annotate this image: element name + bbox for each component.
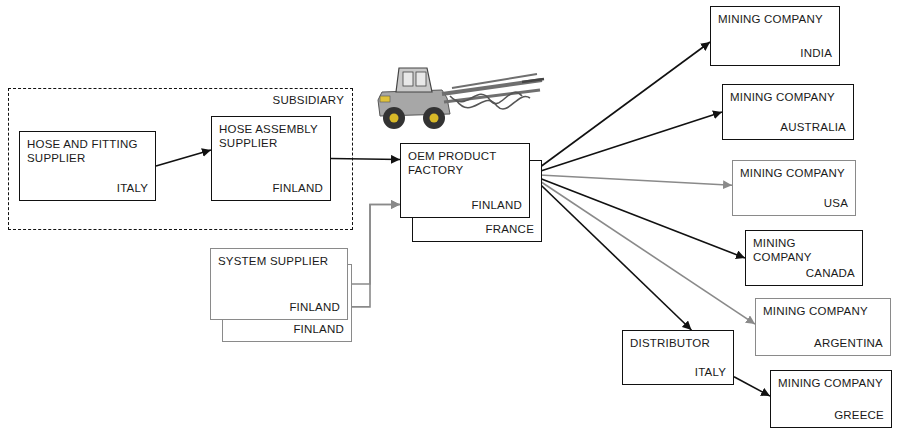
country-label: GREECE bbox=[778, 408, 884, 422]
distributor-box: DISTRIBUTOR ITALY bbox=[622, 330, 734, 385]
customer-box: MINING COMPANY INDIA bbox=[710, 6, 840, 66]
flow-arrow bbox=[348, 205, 400, 285]
flow-arrow bbox=[530, 175, 755, 325]
country-label: CANADA bbox=[753, 266, 855, 280]
factory-box: OEM PRODUCT FACTORY FINLAND bbox=[400, 143, 530, 218]
group-heading: SUBSIDIARY bbox=[273, 93, 344, 107]
supplier-box: HOSE ASSEMBLY SUPPLIER FINLAND bbox=[211, 116, 331, 201]
flow-arrow bbox=[530, 175, 691, 331]
node-title: MINING COMPANY bbox=[718, 12, 832, 26]
flow-arrow bbox=[530, 175, 732, 186]
flow-arrow bbox=[530, 112, 722, 175]
country-label: ARGENTINA bbox=[763, 336, 883, 350]
subsidiary-group: SUBSIDIARY HOSE AND FITTING SUPPLIER ITALY… bbox=[8, 88, 353, 230]
node-title: HOSE ASSEMBLY SUPPLIER bbox=[219, 122, 323, 151]
supplier-box: SYSTEM SUPPLIER FINLAND bbox=[210, 248, 348, 320]
customer-box: MINING COMPANY USA bbox=[732, 160, 856, 216]
node-title: DISTRIBUTOR bbox=[630, 336, 726, 350]
node-title: HOSE AND FITTING SUPPLIER bbox=[27, 137, 148, 166]
flow-arrow bbox=[331, 159, 400, 160]
supplier-box: HOSE AND FITTING SUPPLIER ITALY bbox=[19, 131, 156, 201]
customer-box: MINING COMPANYCANADA bbox=[745, 230, 863, 286]
drill-rig-body bbox=[378, 68, 450, 129]
flow-arrow bbox=[156, 150, 211, 166]
node-title: MINING COMPANY bbox=[763, 304, 883, 318]
node-title: SYSTEM SUPPLIER bbox=[218, 254, 340, 268]
drill-rig-illustration bbox=[372, 52, 547, 137]
country-label: ITALY bbox=[27, 181, 148, 195]
node-title: MINING COMPANY bbox=[778, 376, 884, 390]
country-label: FRANCE bbox=[420, 222, 534, 236]
country-label: ITALY bbox=[630, 365, 726, 379]
country-label: USA bbox=[740, 196, 848, 210]
country-label: FINLAND bbox=[218, 300, 340, 314]
node-title: MINING COMPANY bbox=[753, 236, 855, 265]
node-title: OEM PRODUCT FACTORY bbox=[408, 149, 522, 178]
node-title: MINING COMPANY bbox=[740, 166, 848, 180]
drill-boom bbox=[442, 74, 544, 109]
customer-box: MINING COMPANY GREECE bbox=[770, 370, 892, 428]
customer-box: MINING COMPANY ARGENTINA bbox=[755, 298, 891, 356]
country-label: INDIA bbox=[718, 46, 832, 60]
country-label: FINLAND bbox=[408, 198, 522, 212]
country-label: FINLAND bbox=[230, 322, 344, 336]
flow-arrow bbox=[352, 205, 400, 307]
customer-box: MINING COMPANY AUSTRALIA bbox=[722, 84, 854, 140]
flow-arrow bbox=[734, 377, 770, 396]
country-label: AUSTRALIA bbox=[730, 120, 846, 134]
flow-arrow bbox=[530, 42, 710, 175]
country-label: FINLAND bbox=[219, 181, 323, 195]
node-title: MINING COMPANY bbox=[730, 90, 846, 104]
